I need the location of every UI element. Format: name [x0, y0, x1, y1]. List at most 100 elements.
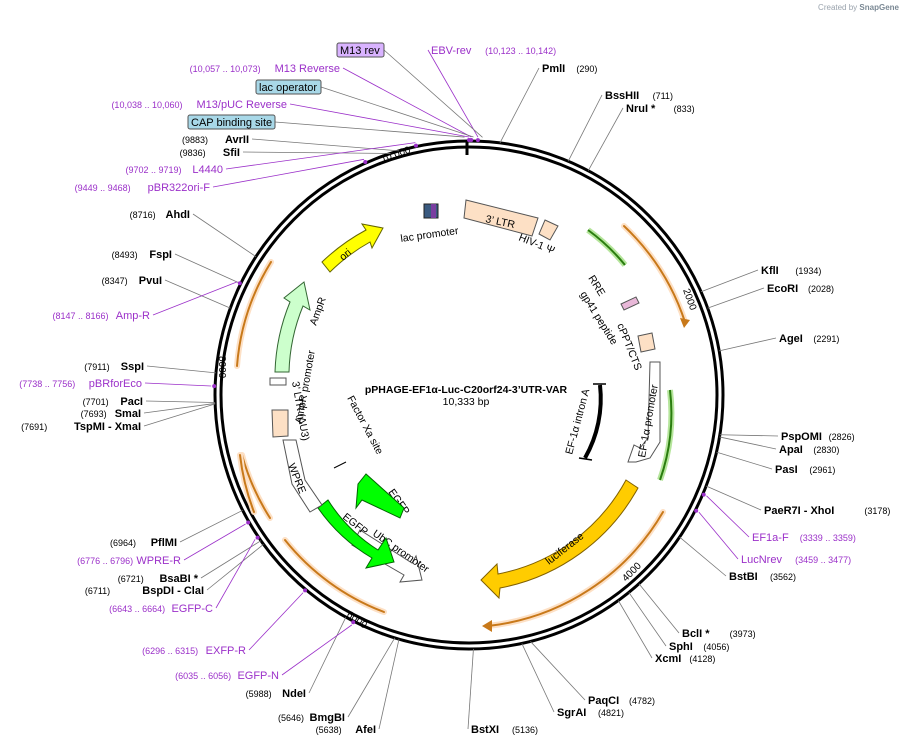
m13-rev-box-label: M13 rev — [340, 45, 380, 57]
tick-8000: 8000 — [216, 356, 227, 379]
primer-site: (10,038 .. 10,060)M13/pUC Reverse — [111, 99, 287, 111]
enzyme-site: (833) NruI * — [626, 103, 695, 115]
enzyme-leader — [700, 269, 759, 293]
primer-leader — [152, 281, 238, 316]
enzyme-leader — [617, 600, 653, 659]
primer-leader — [342, 67, 472, 138]
enzyme-position: (7693) — [81, 409, 107, 419]
enzyme-leader — [146, 365, 217, 374]
primer-name: pBRforEco — [89, 378, 142, 390]
credit-prefix: Created by — [818, 3, 858, 12]
enzyme-position: (8493) — [112, 250, 138, 260]
enzyme-position: (6964) — [110, 538, 136, 548]
feature-ef1a-promoter — [627, 361, 661, 463]
enzyme-leader — [179, 509, 243, 543]
primer-site: (6035 .. 6056)EGFP-N — [175, 670, 279, 682]
enzyme-name: ApaI — [779, 444, 803, 456]
boxed-feature-leader — [383, 49, 483, 138]
cap-binding-box — [187, 114, 276, 130]
primer-leader — [281, 624, 353, 676]
enzyme-leader — [719, 434, 779, 437]
primer-leader — [706, 495, 750, 538]
primer-leader — [212, 158, 365, 188]
enzyme-position: (833) — [674, 104, 695, 114]
primer-leader — [289, 103, 470, 138]
enzyme-name: PvuI — [139, 275, 162, 287]
enzyme-site: (9883)AvrII — [182, 134, 249, 146]
primer-name: L4440 — [192, 164, 223, 176]
primer-position: (10,123 .. 10,142) — [485, 46, 556, 56]
enzyme-leader — [719, 337, 777, 352]
enzyme-site: (6964)PflMI — [110, 537, 177, 549]
enzyme-leader — [499, 67, 540, 144]
enzyme-site: (4128)XcmI — [655, 653, 715, 665]
primer-name: Amp-R — [116, 310, 150, 322]
feature-ampr-promoter — [269, 377, 287, 386]
enzyme-site: (4821)SgrAI — [557, 707, 624, 719]
enzyme-site: (7911)SspI — [84, 361, 144, 373]
primer-leader — [183, 523, 246, 561]
factor-xa-tick — [333, 461, 347, 469]
enzyme-position: (4128) — [689, 654, 715, 664]
enzyme-site: (5646)BmgBI — [278, 712, 345, 724]
plasmid-size: 10,333 bp — [443, 396, 490, 408]
enzyme-name: BstXI — [471, 724, 499, 736]
enzyme-site: (7701)PacI — [83, 396, 143, 408]
enzyme-site: (2826)PspOMI — [781, 431, 855, 443]
primer-leader — [698, 511, 739, 560]
enzyme-name: FspI — [149, 249, 172, 261]
backbone-inner — [219, 145, 719, 645]
enzyme-site: (3178)PaeR7I - XhoI — [764, 505, 890, 517]
m13-rev-box — [336, 42, 385, 58]
enzyme-leader — [251, 138, 400, 152]
site-labels: (290)PmlI(711)BssHII(833)NruI *(1934)Kfl… — [19, 45, 890, 736]
enzyme-position: (7701) — [83, 397, 109, 407]
enzyme-name: BmgBI — [310, 712, 345, 724]
enzyme-name: SgrAI — [557, 707, 586, 719]
enzyme-site: (7691)TspMI - XmaI — [21, 421, 141, 433]
enzyme-name: NruI * — [626, 103, 656, 115]
enzyme-position: (2961) — [809, 465, 835, 475]
enzyme-leader — [679, 536, 727, 577]
enzyme-position: (290) — [576, 64, 597, 74]
enzyme-site: (5638)AfeI — [316, 724, 376, 736]
primer-site: (8147 .. 8166)Amp-R — [52, 310, 150, 322]
primer-position: (3459 .. 3477) — [795, 555, 851, 565]
enzyme-site: (9836)SfiI — [180, 147, 240, 159]
enzyme-leader — [628, 592, 667, 647]
enzyme-leader — [174, 253, 241, 285]
enzyme-site: (5988)NdeI — [246, 688, 306, 700]
orf-arcs — [234, 223, 690, 632]
primer-leader — [215, 539, 256, 609]
enzyme-site: (7693)SmaI — [81, 408, 141, 420]
boxed-features: M13 rev lac operator CAP binding site — [187, 42, 385, 130]
enzyme-leader — [145, 400, 216, 403]
feature-cppt — [637, 332, 656, 353]
enzyme-site: (5136)BstXI — [471, 724, 538, 736]
enzyme-leader — [200, 540, 262, 579]
enzyme-site: (4056)SphI — [669, 641, 729, 653]
boxed-feature-leader — [274, 121, 465, 138]
enzyme-leader — [707, 287, 765, 309]
enzyme-name: SphI — [669, 641, 693, 653]
enzyme-site: (1934)KflI — [761, 265, 821, 277]
enzyme-name: PaeR7I - XhoI — [764, 505, 834, 517]
enzyme-leader — [467, 648, 474, 730]
enzyme-position: (8716) — [130, 210, 156, 220]
primer-position: (10,038 .. 10,060) — [111, 100, 182, 110]
feature-ef1a-intron-label: EF-1α intron A — [563, 388, 592, 456]
primer-marks — [212, 138, 706, 625]
primer-site: (6643 .. 6664)EGFP-C — [109, 603, 213, 615]
enzyme-name: BsaBI * — [159, 573, 198, 585]
credit-brand: SnapGene — [859, 3, 899, 12]
primer-name: M13 Reverse — [275, 63, 340, 75]
enzyme-name: AgeI — [779, 333, 803, 345]
enzyme-site: (3973)BclI * — [682, 628, 756, 640]
primer-position: (6776 .. 6796) — [77, 556, 133, 566]
feature-ef1a-intron — [583, 384, 603, 459]
enzyme-position: (2291) — [813, 334, 839, 344]
feature-ori — [321, 223, 384, 273]
feature-3-ltr — [463, 199, 539, 237]
feature-egfp-1 — [355, 473, 405, 519]
feature-ampr-label: AmpR — [308, 295, 329, 327]
